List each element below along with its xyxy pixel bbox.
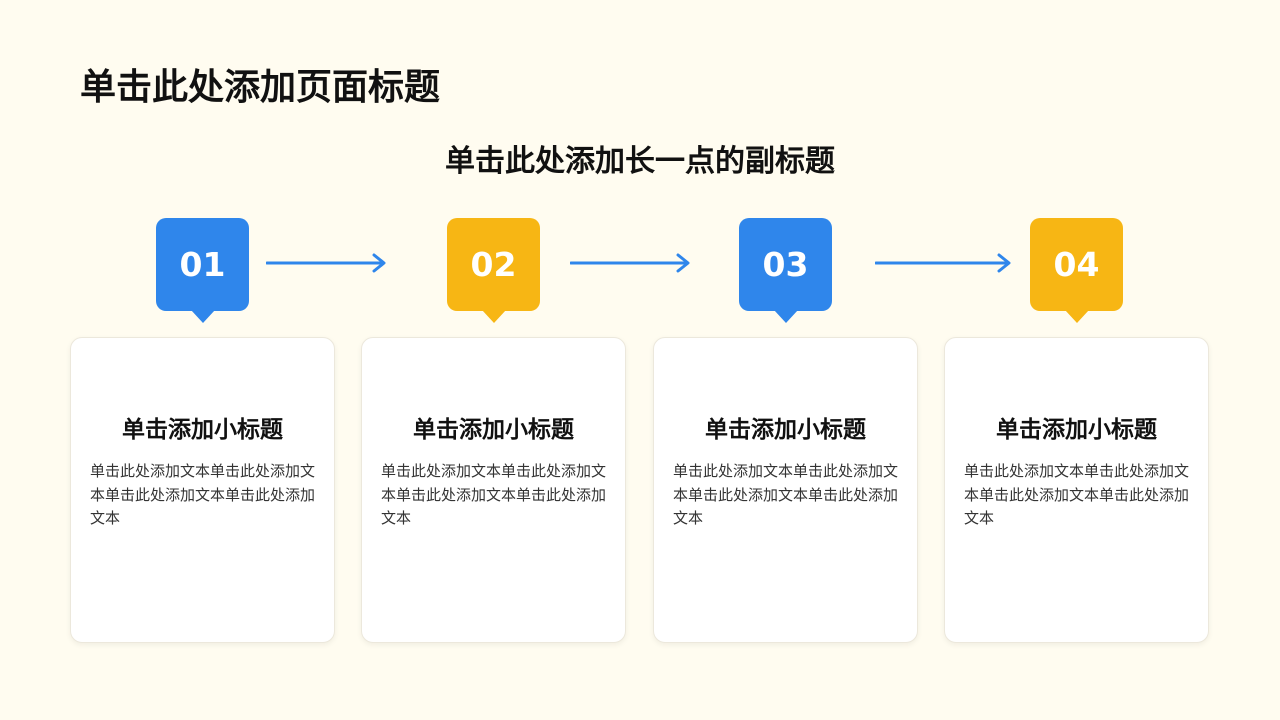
page-title: 单击此处添加页面标题 (80, 67, 441, 108)
page-subtitle: 单击此处添加长一点的副标题 (445, 144, 835, 179)
card-body-text: 单击此处添加文本单击此处添加文本单击此处添加文本单击此处添加文本 (673, 462, 899, 527)
step-card-01[interactable]: 单击添加小标题 单击此处添加文本单击此处添加文本单击此处添加文本单击此处添加文本 (70, 337, 335, 643)
arrow-right-icon (875, 253, 1011, 273)
card-body-text: 单击此处添加文本单击此处添加文本单击此处添加文本单击此处添加文本 (90, 462, 316, 527)
card-heading: 单击添加小标题 (122, 417, 283, 443)
card-heading: 单击添加小标题 (996, 417, 1157, 443)
arrow-right-icon (266, 253, 386, 273)
step-badge-01: 01 (156, 218, 249, 323)
step-badge-04: 04 (1030, 218, 1123, 323)
arrow-right-icon (570, 253, 690, 273)
step-badge-03: 03 (739, 218, 832, 323)
step-card-02[interactable]: 单击添加小标题 单击此处添加文本单击此处添加文本单击此处添加文本单击此处添加文本 (361, 337, 626, 643)
step-badge-02: 02 (447, 218, 540, 323)
step-card-03[interactable]: 单击添加小标题 单击此处添加文本单击此处添加文本单击此处添加文本单击此处添加文本 (653, 337, 918, 643)
card-heading: 单击添加小标题 (705, 417, 866, 443)
card-heading: 单击添加小标题 (413, 417, 574, 443)
card-body-text: 单击此处添加文本单击此处添加文本单击此处添加文本单击此处添加文本 (964, 462, 1190, 527)
step-card-04[interactable]: 单击添加小标题 单击此处添加文本单击此处添加文本单击此处添加文本单击此处添加文本 (944, 337, 1209, 643)
card-body-text: 单击此处添加文本单击此处添加文本单击此处添加文本单击此处添加文本 (381, 462, 607, 527)
